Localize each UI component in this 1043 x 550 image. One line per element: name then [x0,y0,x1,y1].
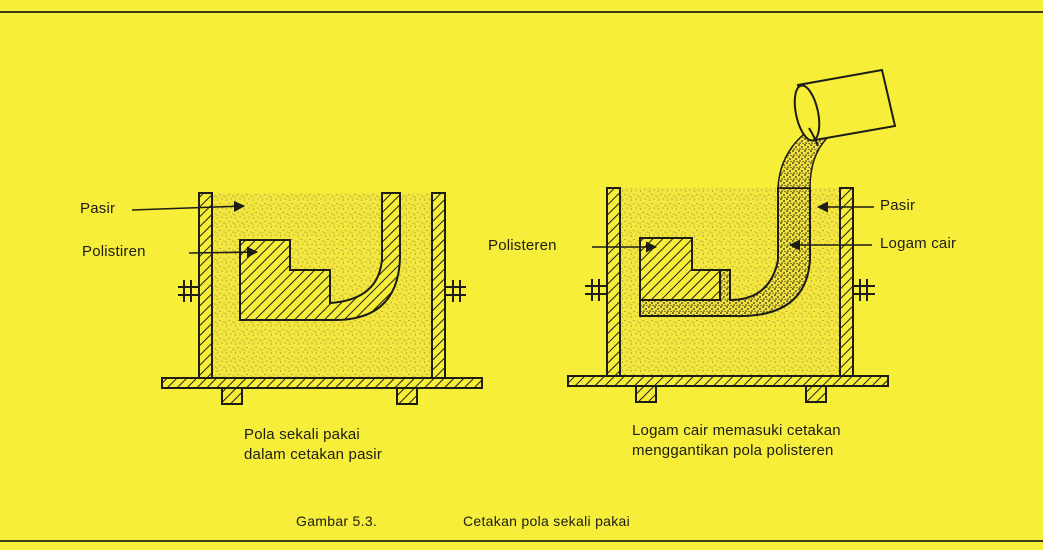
left-sand-label: Pasir [80,200,116,217]
right-clamp-left [585,279,607,301]
right-base-plate [567,375,889,387]
top-rule [0,11,1043,13]
right-base-foot-right [805,385,827,403]
left-clamp-left [178,280,199,302]
right-mold-wall-left [606,187,621,379]
left-polystyrene-pattern [239,192,401,322]
figure-title: Cetakan pola sekali pakai [463,513,631,529]
left-polystyrene-label: Polistiren [82,243,146,260]
right-caption: Logam cair memasuki cetakan menggantikan… [632,421,841,461]
left-mold [131,192,483,405]
right-base-foot-left [635,385,657,403]
right-molten-metal-label: Logam cair [880,235,957,252]
right-mold-wall-right [839,187,854,379]
left-base-foot-right [396,387,418,405]
right-sand-label: Pasir [880,197,916,214]
right-polystyrene-remaining [639,237,721,301]
bottom-rule [0,540,1043,542]
ladle [793,68,897,147]
right-polystyrene-label: Polisteren [488,237,557,254]
left-sand-arrow [131,200,246,212]
left-caption-line1: Pola sekali pakai [244,426,360,443]
right-caption-line1: Logam cair memasuki cetakan [632,422,841,439]
left-caption-line2: dalam cetakan pasir [244,446,383,463]
left-mold-wall-left [198,192,213,379]
right-mold [567,68,897,403]
left-caption: Pola sekali pakai dalam cetakan pasir [244,425,382,465]
left-base-foot-left [221,387,243,405]
left-base-plate [161,377,483,389]
right-clamp-right [853,279,875,301]
left-mold-wall-right [431,192,446,379]
left-polystyrene-arrow [188,246,259,258]
left-clamp-right [445,280,466,302]
figure-number: Gambar 5.3. [296,513,378,529]
right-caption-line2: menggantikan pola polisteren [632,442,834,459]
